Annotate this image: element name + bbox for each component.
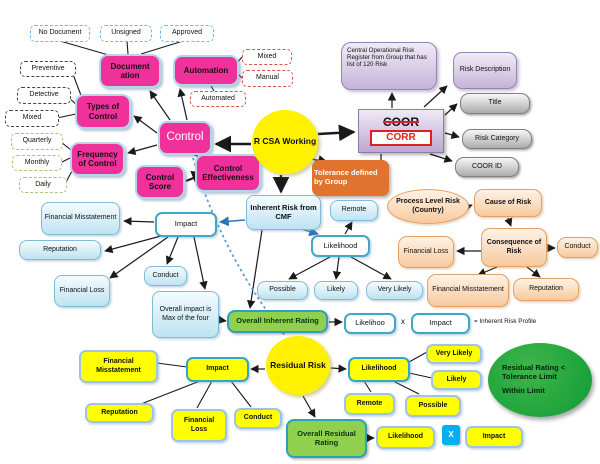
node-no-document: No Document [30, 25, 90, 42]
node-coor-corr: COOR CORR [358, 109, 444, 153]
node-likely-inherent: Likely [314, 281, 358, 300]
node-conduct-inherent: Conduct [144, 266, 187, 286]
node-register-note: Central Operational Risk Register from G… [341, 42, 437, 90]
node-risk-description: Risk Description [453, 52, 517, 89]
node-consequence-of-risk: Consequence of Risk [481, 228, 547, 267]
node-detective: Detective [17, 87, 71, 104]
node-remote-residual: Remote [344, 393, 395, 415]
node-financial-misstatement-inherent: Financial Misstatement [41, 202, 120, 235]
node-financial-loss-residual: Financial Loss [171, 409, 227, 442]
node-financial-misstatement-residual: Financial Misstatement [79, 350, 158, 383]
node-formula-x-residual: X [442, 425, 460, 445]
node-financial-misstatement-orange: Financial Misstatement [427, 274, 509, 307]
outcome-line2: Within Limit [502, 386, 545, 396]
node-reputation-inherent: Reputation [19, 240, 101, 260]
node-types-of-control: Types of Control [75, 94, 131, 129]
node-formula-impact-inherent: Impact [411, 313, 470, 334]
node-approved: Approved [160, 25, 214, 42]
node-unsigned: Unsigned [100, 25, 152, 42]
node-automation: Automation [173, 55, 239, 86]
node-formula-likelihood-residual: Likelihood [376, 426, 435, 449]
node-preventive: Preventive [20, 61, 76, 77]
formula-x-inherent: x [401, 317, 405, 326]
node-conduct-orange: Conduct [557, 237, 598, 258]
node-mixed-type: Mixed [5, 110, 59, 127]
node-title: Title [460, 93, 530, 114]
node-overall-impact-note: Overall impact is Max of the four [152, 291, 219, 338]
node-financial-loss-inherent: Financial Loss [54, 275, 110, 307]
node-overall-residual-rating: Overall Residual Rating [286, 419, 367, 458]
node-possible-residual: Possible [405, 395, 461, 417]
node-manual: Manual [242, 70, 293, 87]
node-process-level-risk: Process Level Risk (Country) [387, 189, 469, 224]
formula-result-note: = Inherent Risk Profile [474, 318, 537, 325]
coor-struck-label: COOR [383, 114, 419, 129]
node-monthly: Monthly [12, 155, 62, 171]
node-control-score: Control Score [135, 165, 185, 199]
node-impact-inherent: Impact [155, 212, 217, 237]
node-inherent-risk-cmf: Inherent Risk from CMF [246, 195, 321, 230]
node-automated: Automated [190, 91, 246, 107]
node-mixed-automation: Mixed [242, 49, 292, 65]
node-cause-of-risk: Cause of Risk [474, 189, 542, 217]
node-very-likely-inherent: Very Likely [366, 281, 423, 300]
node-formula-impact-residual: Impact [465, 426, 523, 448]
outcome-line1: Residual Rating < Tolerance Limit [502, 363, 566, 381]
node-reputation-orange: Reputation [513, 278, 579, 301]
node-financial-loss-orange: Financial Loss [398, 236, 454, 268]
node-conduct-residual: Conduct [234, 408, 282, 429]
node-possible-inherent: Possible [257, 281, 308, 300]
node-coor-id: COOR ID [455, 157, 519, 177]
node-overall-inherent-rating: Overall Inherent Rating [227, 310, 328, 333]
node-formula-likelihood-inherent: Likelihoo [344, 313, 396, 334]
node-control: Control [158, 121, 212, 155]
node-daily: Daily [19, 177, 67, 193]
node-documentation: Document ation [99, 54, 161, 88]
node-risk-category: Risk Category [462, 129, 532, 149]
node-residual-outcome: Residual Rating < Tolerance Limit Within… [488, 343, 592, 417]
node-tolerance: Tolerance defined by Group [312, 160, 389, 196]
node-reputation-residual: Reputation [85, 403, 154, 423]
node-impact-residual: Impact [186, 357, 249, 382]
node-likely-residual: Likely [431, 370, 482, 390]
node-very-likely-residual: Very Likely [426, 344, 482, 364]
corr-label: CORR [370, 130, 432, 147]
node-control-effectiveness: Control Effectiveness [195, 154, 261, 192]
node-likelihood-residual: Likelihood [348, 357, 410, 382]
node-remote-inherent: Remote [330, 200, 378, 221]
node-frequency-of-control: Frequency of Control [70, 142, 125, 176]
node-likelihood-inherent: Likelihood [311, 235, 370, 257]
node-quarterly: Quarterly [11, 133, 63, 150]
node-rcsa-working: R CSA Working [252, 110, 318, 174]
node-residual-risk: Residual Risk [266, 336, 330, 395]
